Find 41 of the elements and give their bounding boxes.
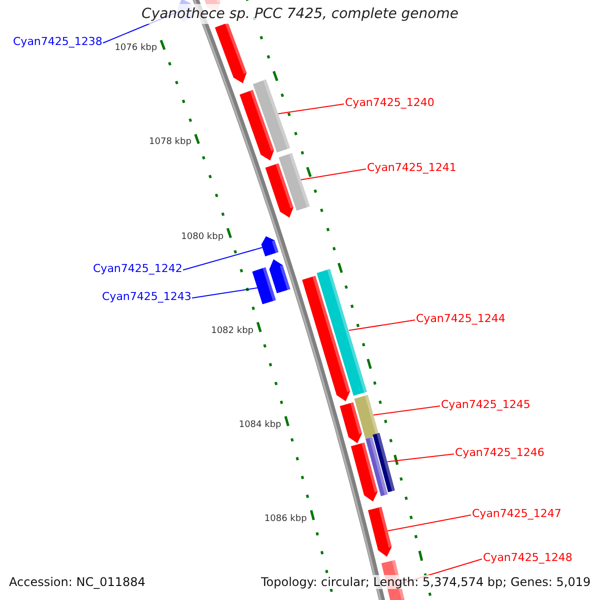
gene-label: Cyan7425_1246 — [455, 446, 544, 458]
gene-block — [340, 402, 362, 444]
gene-label: Cyan7425_1245 — [441, 398, 530, 410]
gene-block — [302, 276, 350, 402]
gene-label: Cyan7425_1242 — [93, 262, 182, 274]
gene-block — [214, 22, 247, 84]
accession-text: Accession: NC_011884 — [9, 575, 146, 589]
gene-bar — [252, 79, 290, 152]
gene-bar — [354, 394, 379, 439]
leader-line — [300, 168, 366, 180]
gene-label: Cyan7425_1241 — [367, 162, 456, 172]
scale-label: 1086 kbp — [264, 514, 307, 524]
gene-block — [350, 442, 378, 502]
scale-label: 1078 kbp — [149, 138, 192, 148]
leader-line — [278, 104, 344, 114]
scale-label: 1080 kbp — [181, 232, 224, 242]
gene-label: Cyan7425_1247 — [472, 508, 562, 518]
gene-label: Cyan7425_1238 — [13, 36, 102, 46]
scale-label: 1082 kbp — [211, 326, 254, 336]
leader-line — [386, 454, 454, 462]
gene-bar — [372, 432, 395, 492]
gene-bar — [316, 268, 367, 396]
leader-line — [192, 287, 258, 298]
gene-label: Cyan7425_1244 — [416, 312, 506, 324]
gene-bar — [278, 153, 310, 211]
gene-block — [265, 163, 294, 218]
leader-line — [348, 320, 416, 331]
gene-bar — [366, 437, 388, 496]
leader-line — [387, 514, 472, 532]
gene-block — [368, 506, 392, 557]
gene-block — [269, 259, 290, 294]
gene-label: Cyan7425_1248 — [483, 552, 572, 562]
gene-label: Cyan7425_1243 — [102, 290, 192, 302]
leader-line — [373, 406, 440, 416]
gene-block — [261, 236, 278, 256]
gene-block — [240, 90, 274, 160]
leader-line — [182, 247, 263, 270]
scale-label: 1076 kbp — [114, 44, 158, 54]
gene-bar — [252, 267, 276, 304]
scale-label: 1084 kbp — [238, 420, 282, 430]
gene-label: Cyan7425_1240 — [345, 96, 434, 108]
